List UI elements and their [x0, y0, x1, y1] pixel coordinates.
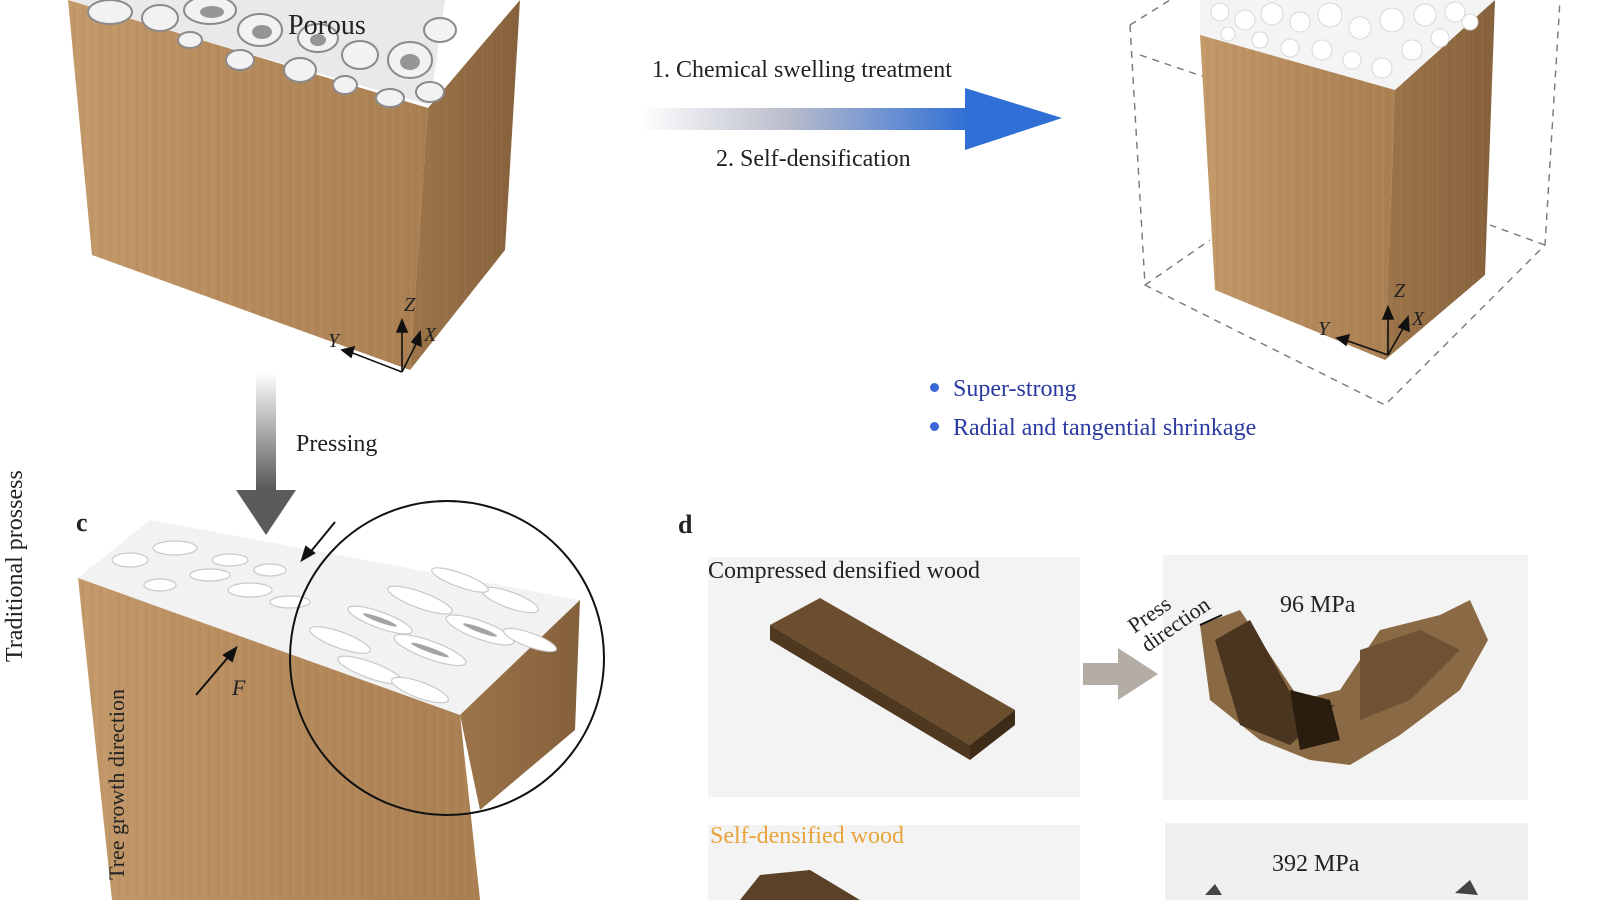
- gray-result-arrow: [1083, 648, 1158, 700]
- bullet-dot: [930, 421, 939, 431]
- compressed-wood-label: Compressed densified wood: [708, 558, 980, 584]
- panel-d-letter: d: [678, 510, 693, 539]
- force-label: F: [232, 675, 246, 700]
- tree-growth-direction-label: Tree growth direction: [104, 688, 129, 880]
- axes-icon-left: [340, 317, 422, 373]
- self-densified-result: [1205, 880, 1478, 895]
- broken-compressed-wood: [1199, 600, 1488, 765]
- self-densified-wood-label: Self-densified wood: [710, 823, 904, 849]
- bullet-shrinkage: Radial and tangential shrinkage: [930, 415, 1256, 442]
- axis-x-right: X: [1412, 308, 1425, 330]
- self-densified-wood-bar: [740, 870, 860, 900]
- process-step-2: 2. Self-densification: [716, 146, 911, 172]
- axis-y-right: Y: [1318, 318, 1330, 340]
- bullet-text: Radial and tangential shrinkage: [953, 415, 1257, 441]
- bullet-dot: [930, 382, 939, 392]
- pressing-arrow: [236, 372, 296, 535]
- pressing-label: Pressing: [296, 431, 378, 457]
- bullet-super-strong: Super-strong: [930, 376, 1077, 403]
- porous-label: Porous: [288, 10, 366, 41]
- porous-wood-block: [68, 0, 520, 370]
- axis-z-right: Z: [1394, 280, 1406, 302]
- axes-icon-right: [1335, 304, 1410, 356]
- process-arrow: [640, 88, 1062, 150]
- axis-x-left: X: [424, 324, 437, 346]
- compressed-wood-block: [78, 500, 605, 900]
- compressed-wood-bar: [770, 598, 1015, 760]
- densified-wood-block: [1200, 0, 1495, 360]
- bullet-text: Super-strong: [953, 376, 1077, 402]
- process-step-1: 1. Chemical swelling treatment: [652, 57, 952, 83]
- compressed-lumens: [363, 613, 497, 658]
- self-densified-strength-label: 392 MPa: [1272, 851, 1360, 877]
- panel-c-letter: c: [76, 508, 88, 537]
- axis-y-left: Y: [328, 330, 340, 352]
- cell-lumens: [200, 6, 420, 70]
- dense-cells: [1210, 1, 1479, 79]
- compressed-strength-label: 96 MPa: [1280, 592, 1356, 618]
- force-arrows: [195, 521, 336, 696]
- zoom-circle: [289, 500, 605, 816]
- traditional-process-label: Traditional prossess: [2, 470, 28, 662]
- axis-z-left: Z: [404, 294, 416, 316]
